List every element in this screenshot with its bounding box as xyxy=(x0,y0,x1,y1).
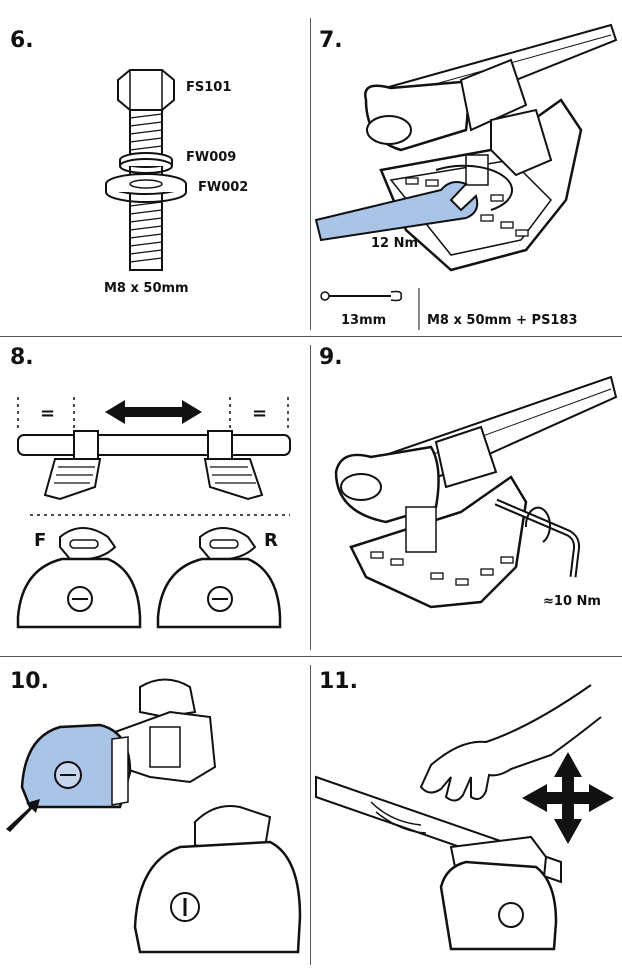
step-number: 11. xyxy=(319,669,358,694)
step-6-panel: 6. FS101 FW009 FW002 M8 x 50mm xyxy=(0,0,310,336)
divider-row-1 xyxy=(0,336,622,337)
step-8-panel: 8. = = xyxy=(0,337,310,656)
wrench-icon xyxy=(320,290,403,302)
wrench-spec-icons xyxy=(320,288,420,330)
four-way-arrow-icon xyxy=(522,752,614,844)
rear-label: R xyxy=(264,530,278,551)
step-number: 7. xyxy=(319,28,343,53)
end-cap-fitting-illustration xyxy=(6,678,302,954)
rear-foot xyxy=(156,527,282,629)
bolt-parts: M8 x 50mm + PS183 xyxy=(427,313,578,328)
step-9-panel: 9. ≈10 Nm xyxy=(311,337,622,656)
step-7-panel: 7. 12 Nm 13mm M8 x 50mm + PS18 xyxy=(311,0,622,336)
front-label: F xyxy=(34,530,47,551)
bolt-size: M8 x 50mm xyxy=(104,281,189,296)
divider-row-2 xyxy=(0,656,622,657)
bolt-code: FS101 xyxy=(186,80,232,95)
torque-value: ≈10 Nm xyxy=(543,594,601,609)
divider-col-3 xyxy=(310,665,311,965)
foot-spacing-illustration xyxy=(16,397,291,629)
step-number: 8. xyxy=(10,345,34,370)
bolt-illustration xyxy=(105,69,187,271)
step-number: 9. xyxy=(319,345,343,370)
front-foot xyxy=(16,527,142,629)
spring-washer-code: FW009 xyxy=(186,150,237,165)
movement-test-illustration xyxy=(315,684,614,951)
wrench-size: 13mm xyxy=(341,313,387,328)
step-number: 6. xyxy=(10,28,34,53)
flat-washer-code: FW002 xyxy=(198,180,249,195)
torque-value: 12 Nm xyxy=(371,236,419,251)
step-11-panel: 11. xyxy=(311,657,622,969)
equal-right: = xyxy=(252,403,268,424)
step-number: 10. xyxy=(10,669,49,694)
foot-with-hex-key-illustration xyxy=(334,375,618,609)
divider-col-2 xyxy=(310,345,311,650)
equal-left: = xyxy=(40,403,56,424)
divider-col-1 xyxy=(310,18,311,330)
step-10-panel: 10. xyxy=(0,657,310,969)
foot-with-wrench-illustration xyxy=(314,23,618,272)
